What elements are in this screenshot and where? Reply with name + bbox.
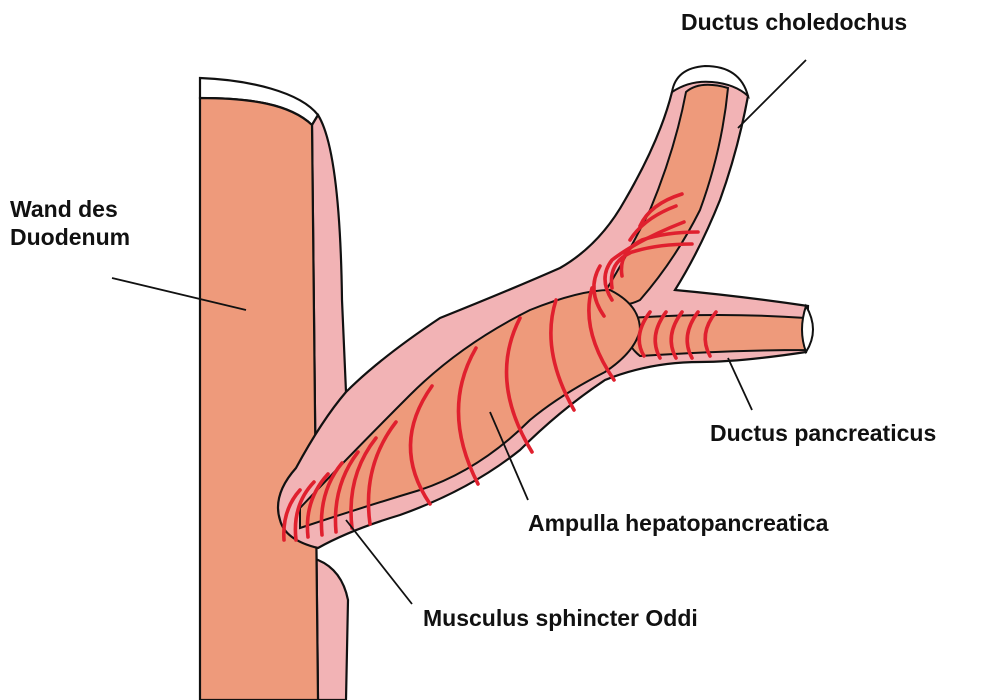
label-musculus-sphincter-oddi: Musculus sphincter Oddi [423, 604, 698, 632]
label-wand-des-duodenum: Wand des Duodenum [10, 195, 130, 251]
label-duodenum-line2: Duodenum [10, 223, 130, 251]
label-ductus-pancreaticus: Ductus pancreaticus [710, 419, 936, 447]
ductus-pancreaticus-lumen [627, 315, 806, 356]
leader-line-pancreaticus [728, 358, 752, 410]
label-ampulla-hepatopancreatica: Ampulla hepatopancreatica [528, 509, 828, 537]
pancreaticus-cut-end [802, 306, 813, 352]
duodenal-wall [200, 98, 318, 700]
label-duodenum-line1: Wand des [10, 195, 130, 223]
leader-line-sphincter [346, 520, 412, 604]
label-ductus-choledochus: Ductus choledochus [681, 8, 907, 36]
